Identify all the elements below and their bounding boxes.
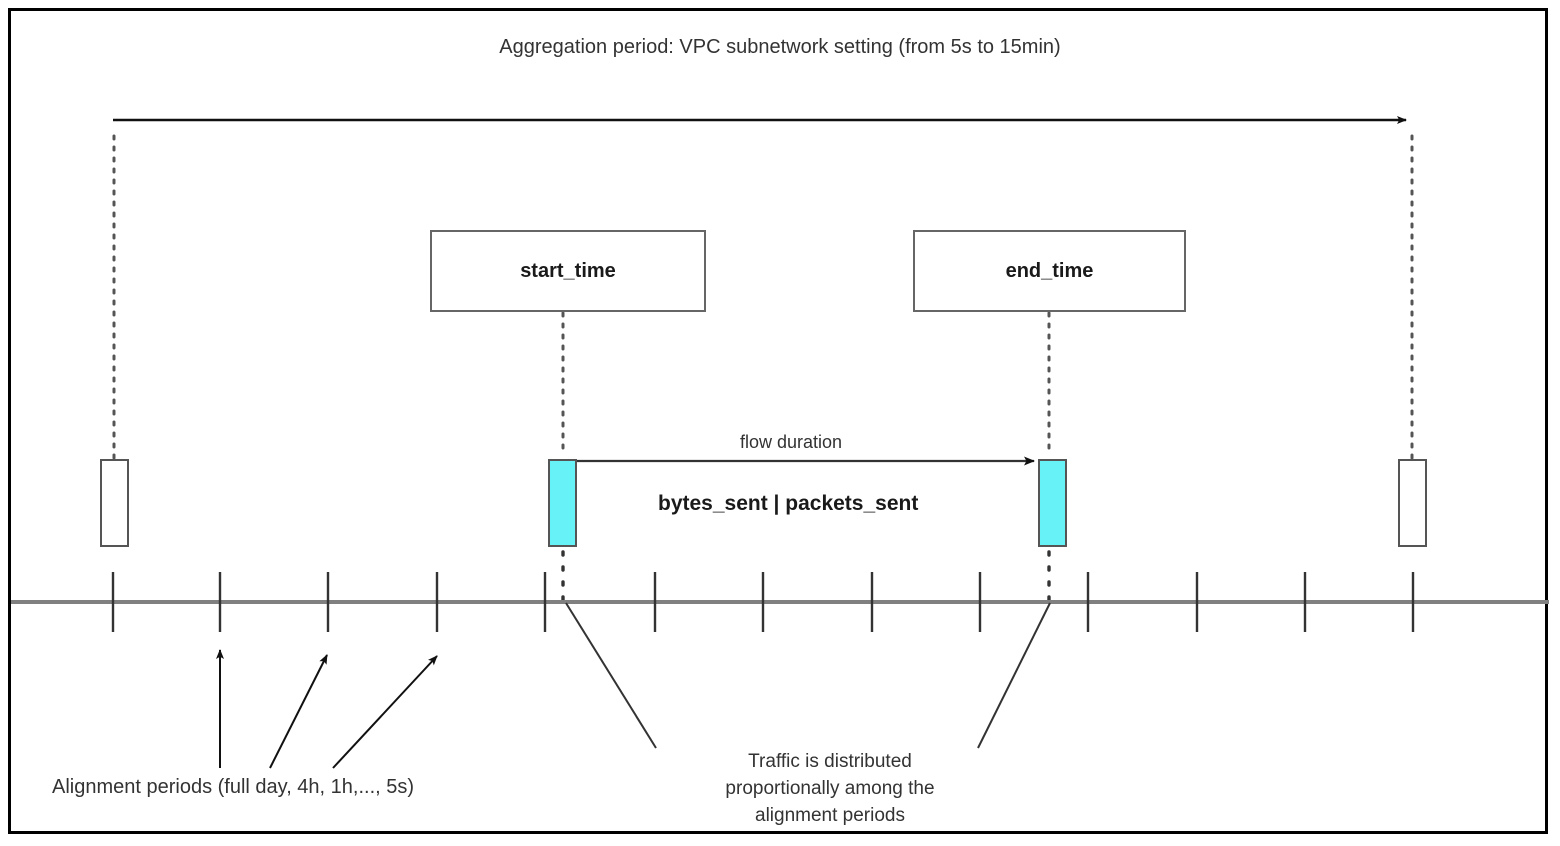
- end-time-node[interactable]: end_time: [913, 230, 1186, 312]
- aggregation-window-end-bar: [1398, 459, 1427, 547]
- traffic-distribution-note: Traffic is distributed proportionally am…: [725, 751, 935, 826]
- diagram-frame: [8, 8, 1548, 834]
- start-time-node[interactable]: start_time: [430, 230, 706, 312]
- flow-start-bar: [548, 459, 577, 547]
- start-time-label: start_time: [520, 259, 616, 282]
- aggregation-window-start-bar: [100, 459, 129, 547]
- metrics-label: bytes_sent | packets_sent: [658, 492, 919, 515]
- flow-duration-label: flow duration: [740, 432, 843, 452]
- alignment-periods-label: Alignment periods (full day, 4h, 1h,...,…: [52, 776, 415, 798]
- end-time-label: end_time: [1005, 259, 1094, 282]
- diagram-title: Aggregation period: VPC subnetwork setti…: [499, 36, 1061, 58]
- flow-end-bar: [1038, 459, 1067, 547]
